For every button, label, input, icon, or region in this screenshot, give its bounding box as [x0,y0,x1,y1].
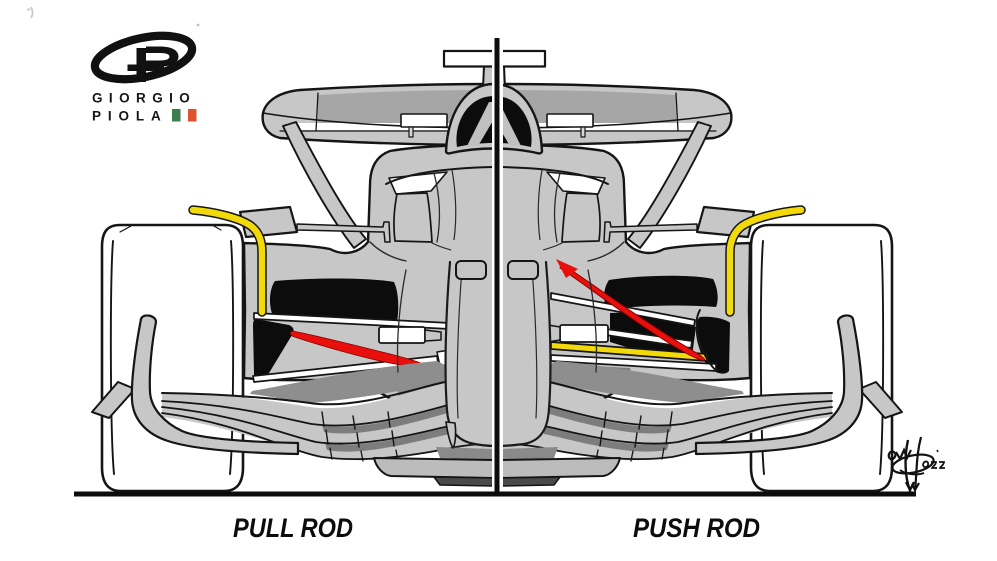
svg-text:PUSH ROD: PUSH ROD [633,513,760,543]
svg-text:PIOLA: PIOLA [92,109,166,124]
svg-text:GIORGIO: GIORGIO [92,91,195,106]
svg-text:PULL ROD: PULL ROD [233,513,353,543]
